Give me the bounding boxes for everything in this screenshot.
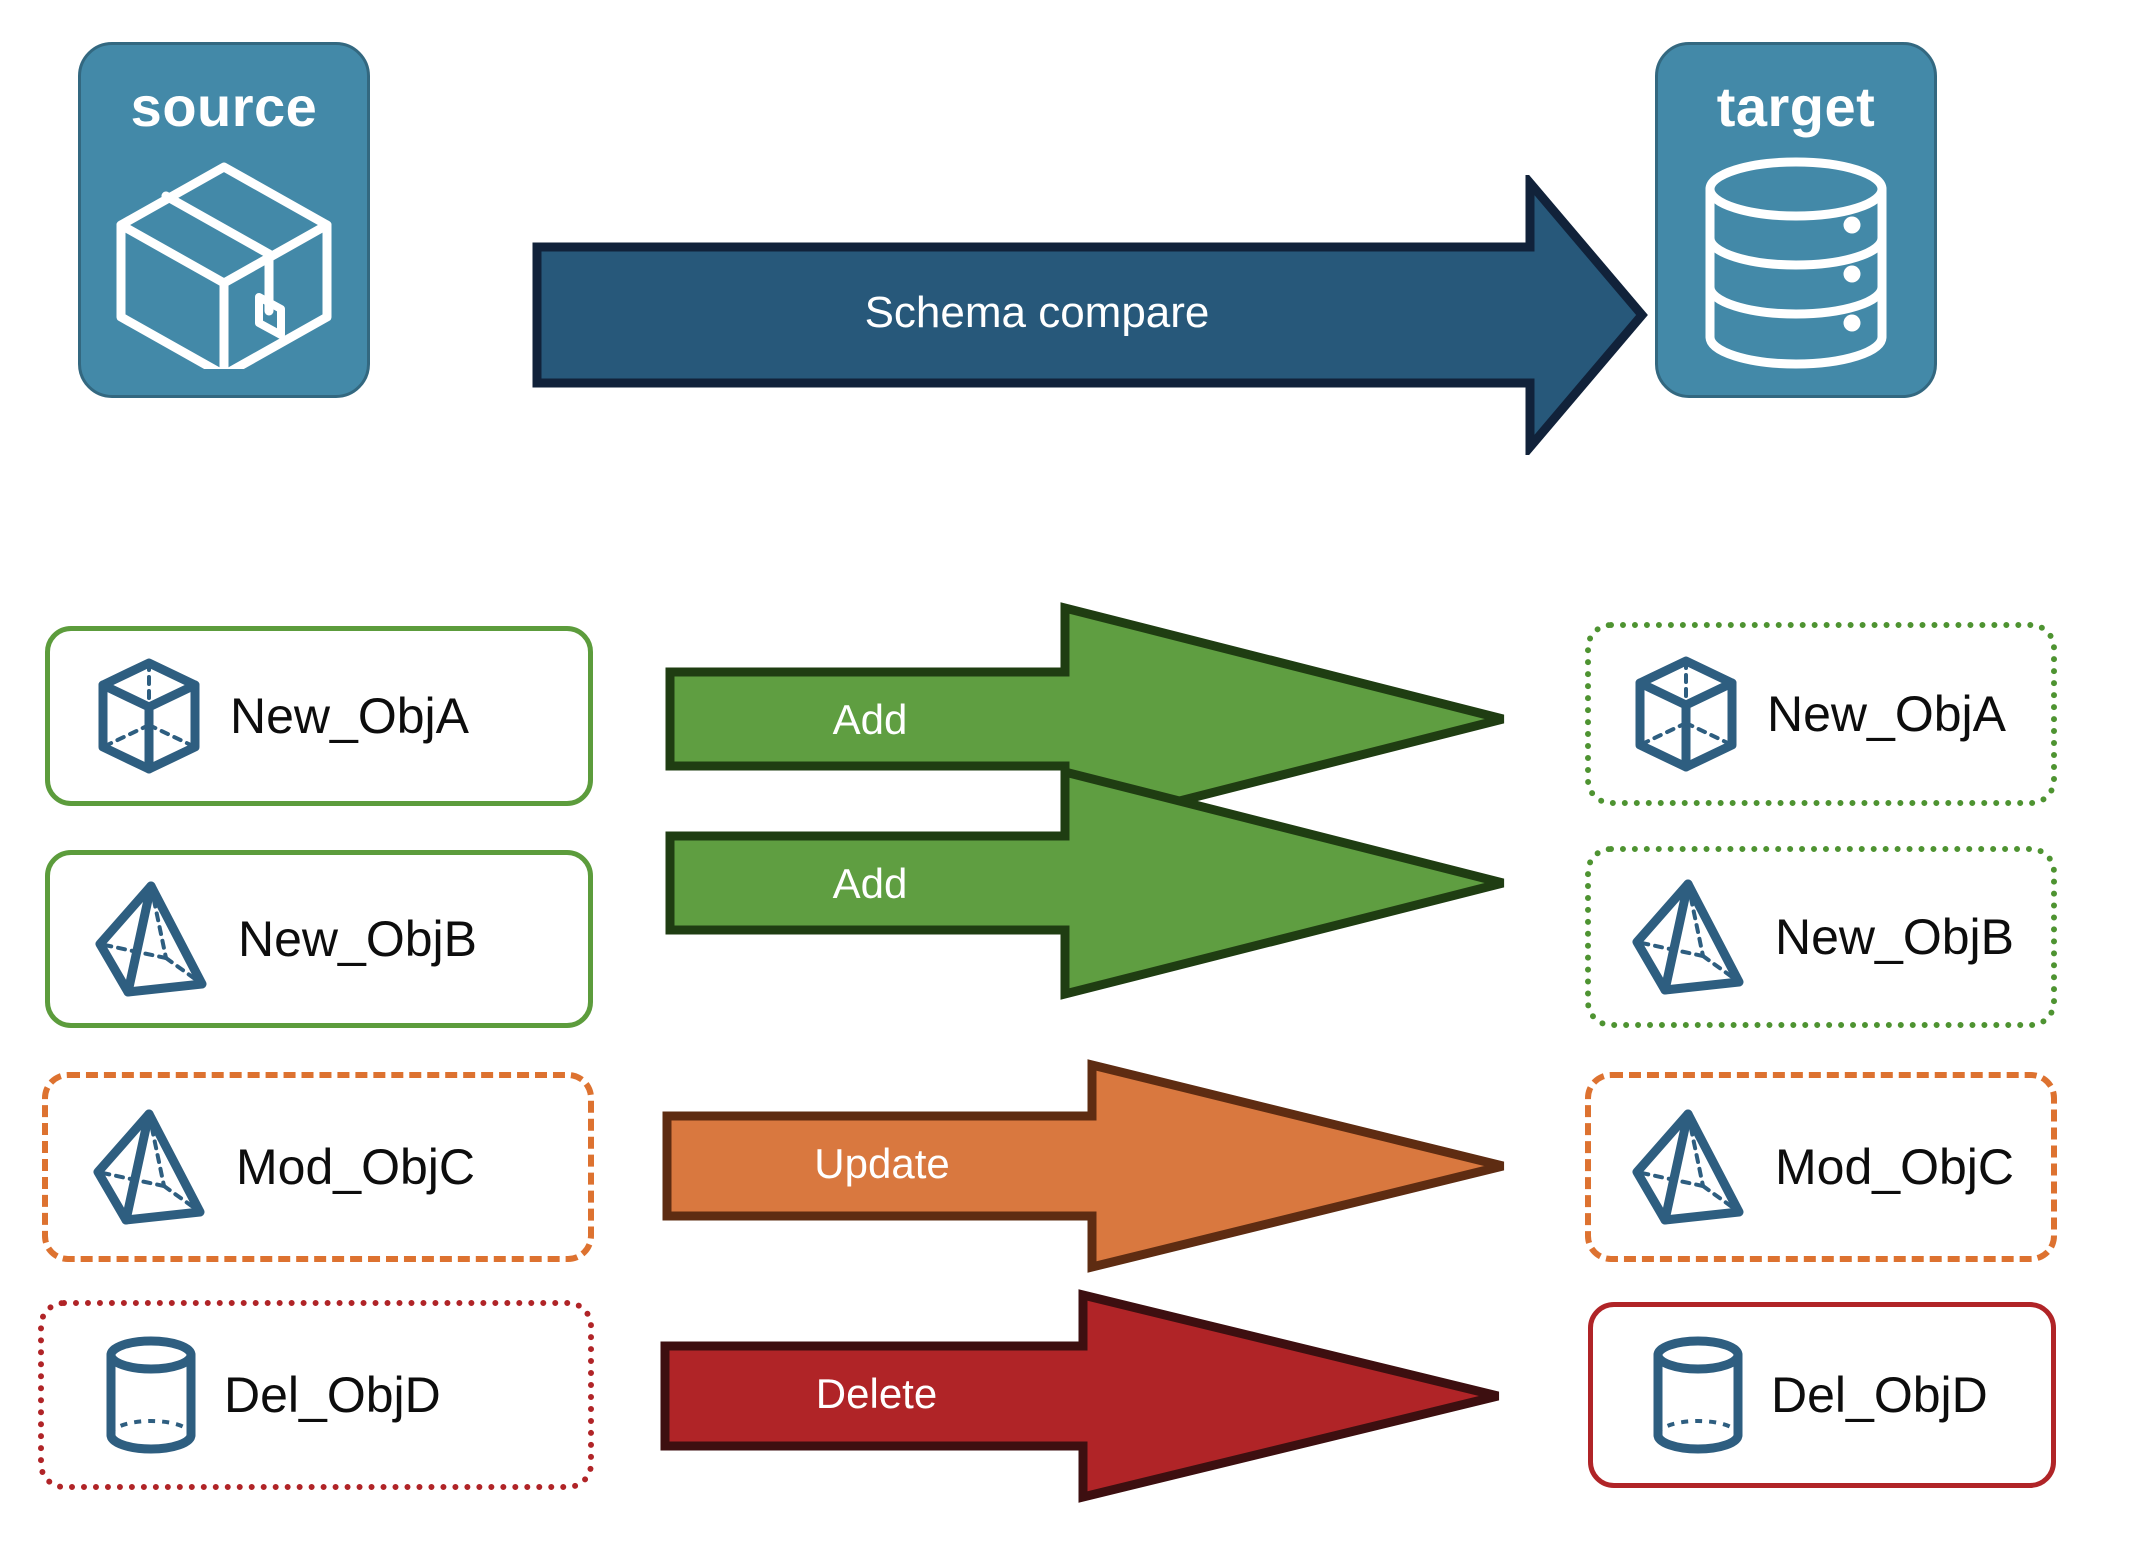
source-object-label-row-2: New_ObjB — [238, 911, 477, 967]
target-object-label-row-2: New_ObjB — [1775, 909, 2014, 965]
target-object-label-row-1: New_ObjA — [1767, 686, 2006, 742]
target-title: target — [1716, 75, 1876, 138]
wireframe-pyramid-icon — [1631, 1108, 1749, 1226]
wireframe-cylinder-icon — [104, 1335, 198, 1455]
target-object-row-2[interactable]: New_ObjB — [1585, 846, 2057, 1028]
wireframe-pyramid-icon — [92, 1108, 210, 1226]
wireframe-cube-icon — [1631, 656, 1741, 772]
delete-arrow-row-4 — [660, 1288, 1505, 1504]
target-object-label-row-4: Del_ObjD — [1771, 1367, 1988, 1423]
target-object-row-3[interactable]: Mod_ObjC — [1585, 1072, 2057, 1262]
target-object-label-row-3: Mod_ObjC — [1775, 1139, 2014, 1195]
wireframe-cube-icon — [94, 658, 204, 774]
source-object-row-4[interactable]: Del_ObjD — [38, 1300, 594, 1490]
package-box-icon — [109, 149, 339, 380]
add-arrow-row-1 — [665, 600, 1510, 838]
target-object-row-1[interactable]: New_ObjA — [1585, 622, 2057, 806]
source-object-row-2[interactable]: New_ObjB — [45, 850, 593, 1028]
schema-compare-arrow — [530, 170, 1650, 460]
update-arrow-row-3 — [662, 1058, 1510, 1274]
wireframe-pyramid-icon — [1631, 878, 1749, 996]
source-object-label-row-1: New_ObjA — [230, 688, 469, 744]
source-object-row-3[interactable]: Mod_ObjC — [42, 1072, 594, 1262]
source-object-label-row-3: Mod_ObjC — [236, 1139, 475, 1195]
target-object-row-4[interactable]: Del_ObjD — [1588, 1302, 2056, 1488]
add-arrow-row-2 — [665, 764, 1510, 1002]
source-card: source — [78, 42, 370, 398]
database-cylinder-icon — [1686, 153, 1906, 378]
source-object-row-1[interactable]: New_ObjA — [45, 626, 593, 806]
wireframe-cylinder-icon — [1651, 1335, 1745, 1455]
source-title: source — [130, 75, 318, 138]
wireframe-pyramid-icon — [94, 880, 212, 998]
target-card: target — [1655, 42, 1937, 398]
source-object-label-row-4: Del_ObjD — [224, 1367, 441, 1423]
